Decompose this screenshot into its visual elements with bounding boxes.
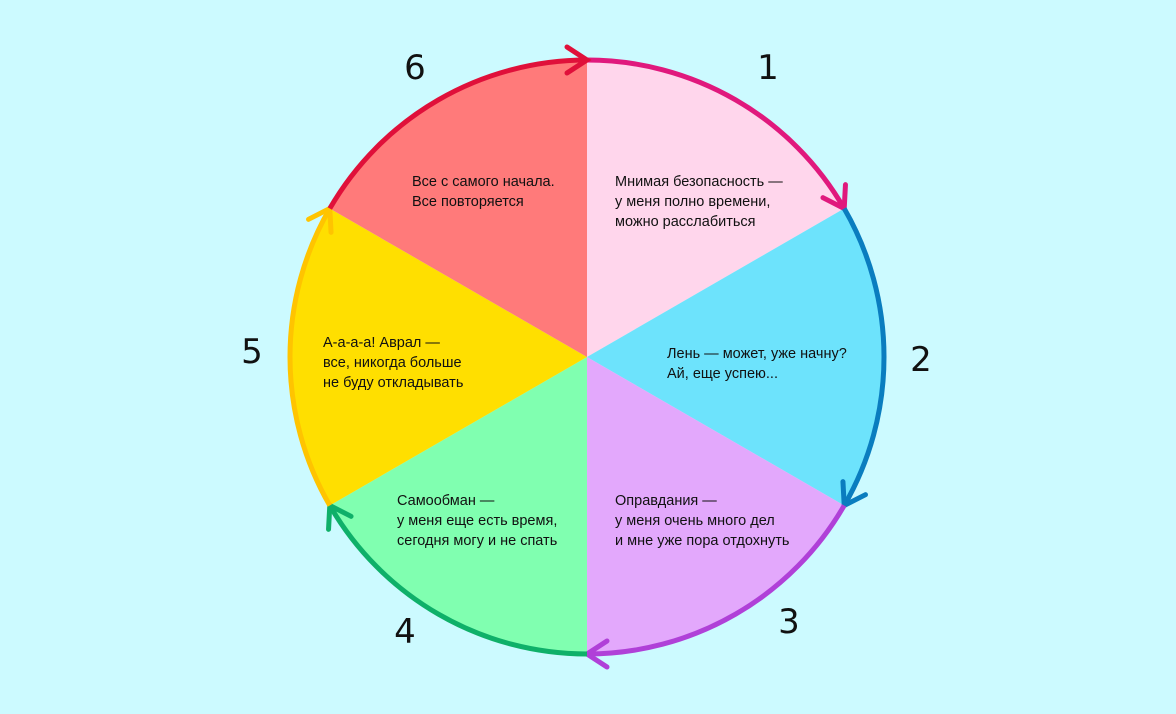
label-line: не буду откладывать [323,375,464,391]
stage-2-arc [842,207,887,507]
label-line: все, никогда больше [323,355,462,371]
label-line: Лень — может, уже начну? [667,346,847,362]
label-line: Все повторяется [412,194,524,210]
stage-4-label: Самообман — у меня еще есть время, сегод… [397,491,557,551]
stage-5-sector [290,208,587,506]
stage-1-arc [586,57,847,210]
stage-6-number: 6 [404,48,426,88]
stage-3-label: Оправдания — у меня очень много дел и мн… [615,491,789,551]
stage-1-label: Мнимая безопасность — у меня полно време… [615,172,783,232]
label-line: Мнимая безопасность — [615,174,783,190]
stage-2-sector [587,208,884,506]
stage-5-arc [287,207,332,507]
stage-6-arrowhead-icon [564,44,592,76]
label-line: Оправдания — [615,493,717,509]
label-line: у меня полно времени, [615,194,771,210]
label-line: А-а-а-а! Аврал — [323,335,440,351]
label-line: Самообман — [397,493,495,509]
label-line: Все с самого начала. [412,174,555,190]
stage-5-label: А-а-а-а! Аврал — все, никогда больше не … [323,333,463,393]
label-line: можно расслабиться [615,214,756,230]
stage-6-label: Все с самого начала. Все повторяется [412,172,555,212]
stage-6-arc [327,57,588,210]
stage-2-label: Лень — может, уже начну? Ай, еще успею..… [667,344,847,384]
stage-5-arrowhead-icon [306,204,334,235]
stage-3-number: 3 [778,602,800,642]
label-line: у меня еще есть время, [397,513,558,529]
label-line: Ай, еще успею... [667,366,778,382]
stage-1-number: 1 [757,48,779,88]
stage-2-number: 2 [910,340,932,380]
label-line: и мне уже пора отдохнуть [615,533,790,549]
stage-5-number: 5 [241,332,263,372]
stage-4-arc [327,504,588,657]
label-line: сегодня могу и не спать [397,533,558,549]
stage-4-number: 4 [394,612,416,652]
stage-2-arrowhead-icon [840,479,868,510]
stage-3-arc [586,504,847,657]
label-line: у меня очень много дел [615,513,775,529]
